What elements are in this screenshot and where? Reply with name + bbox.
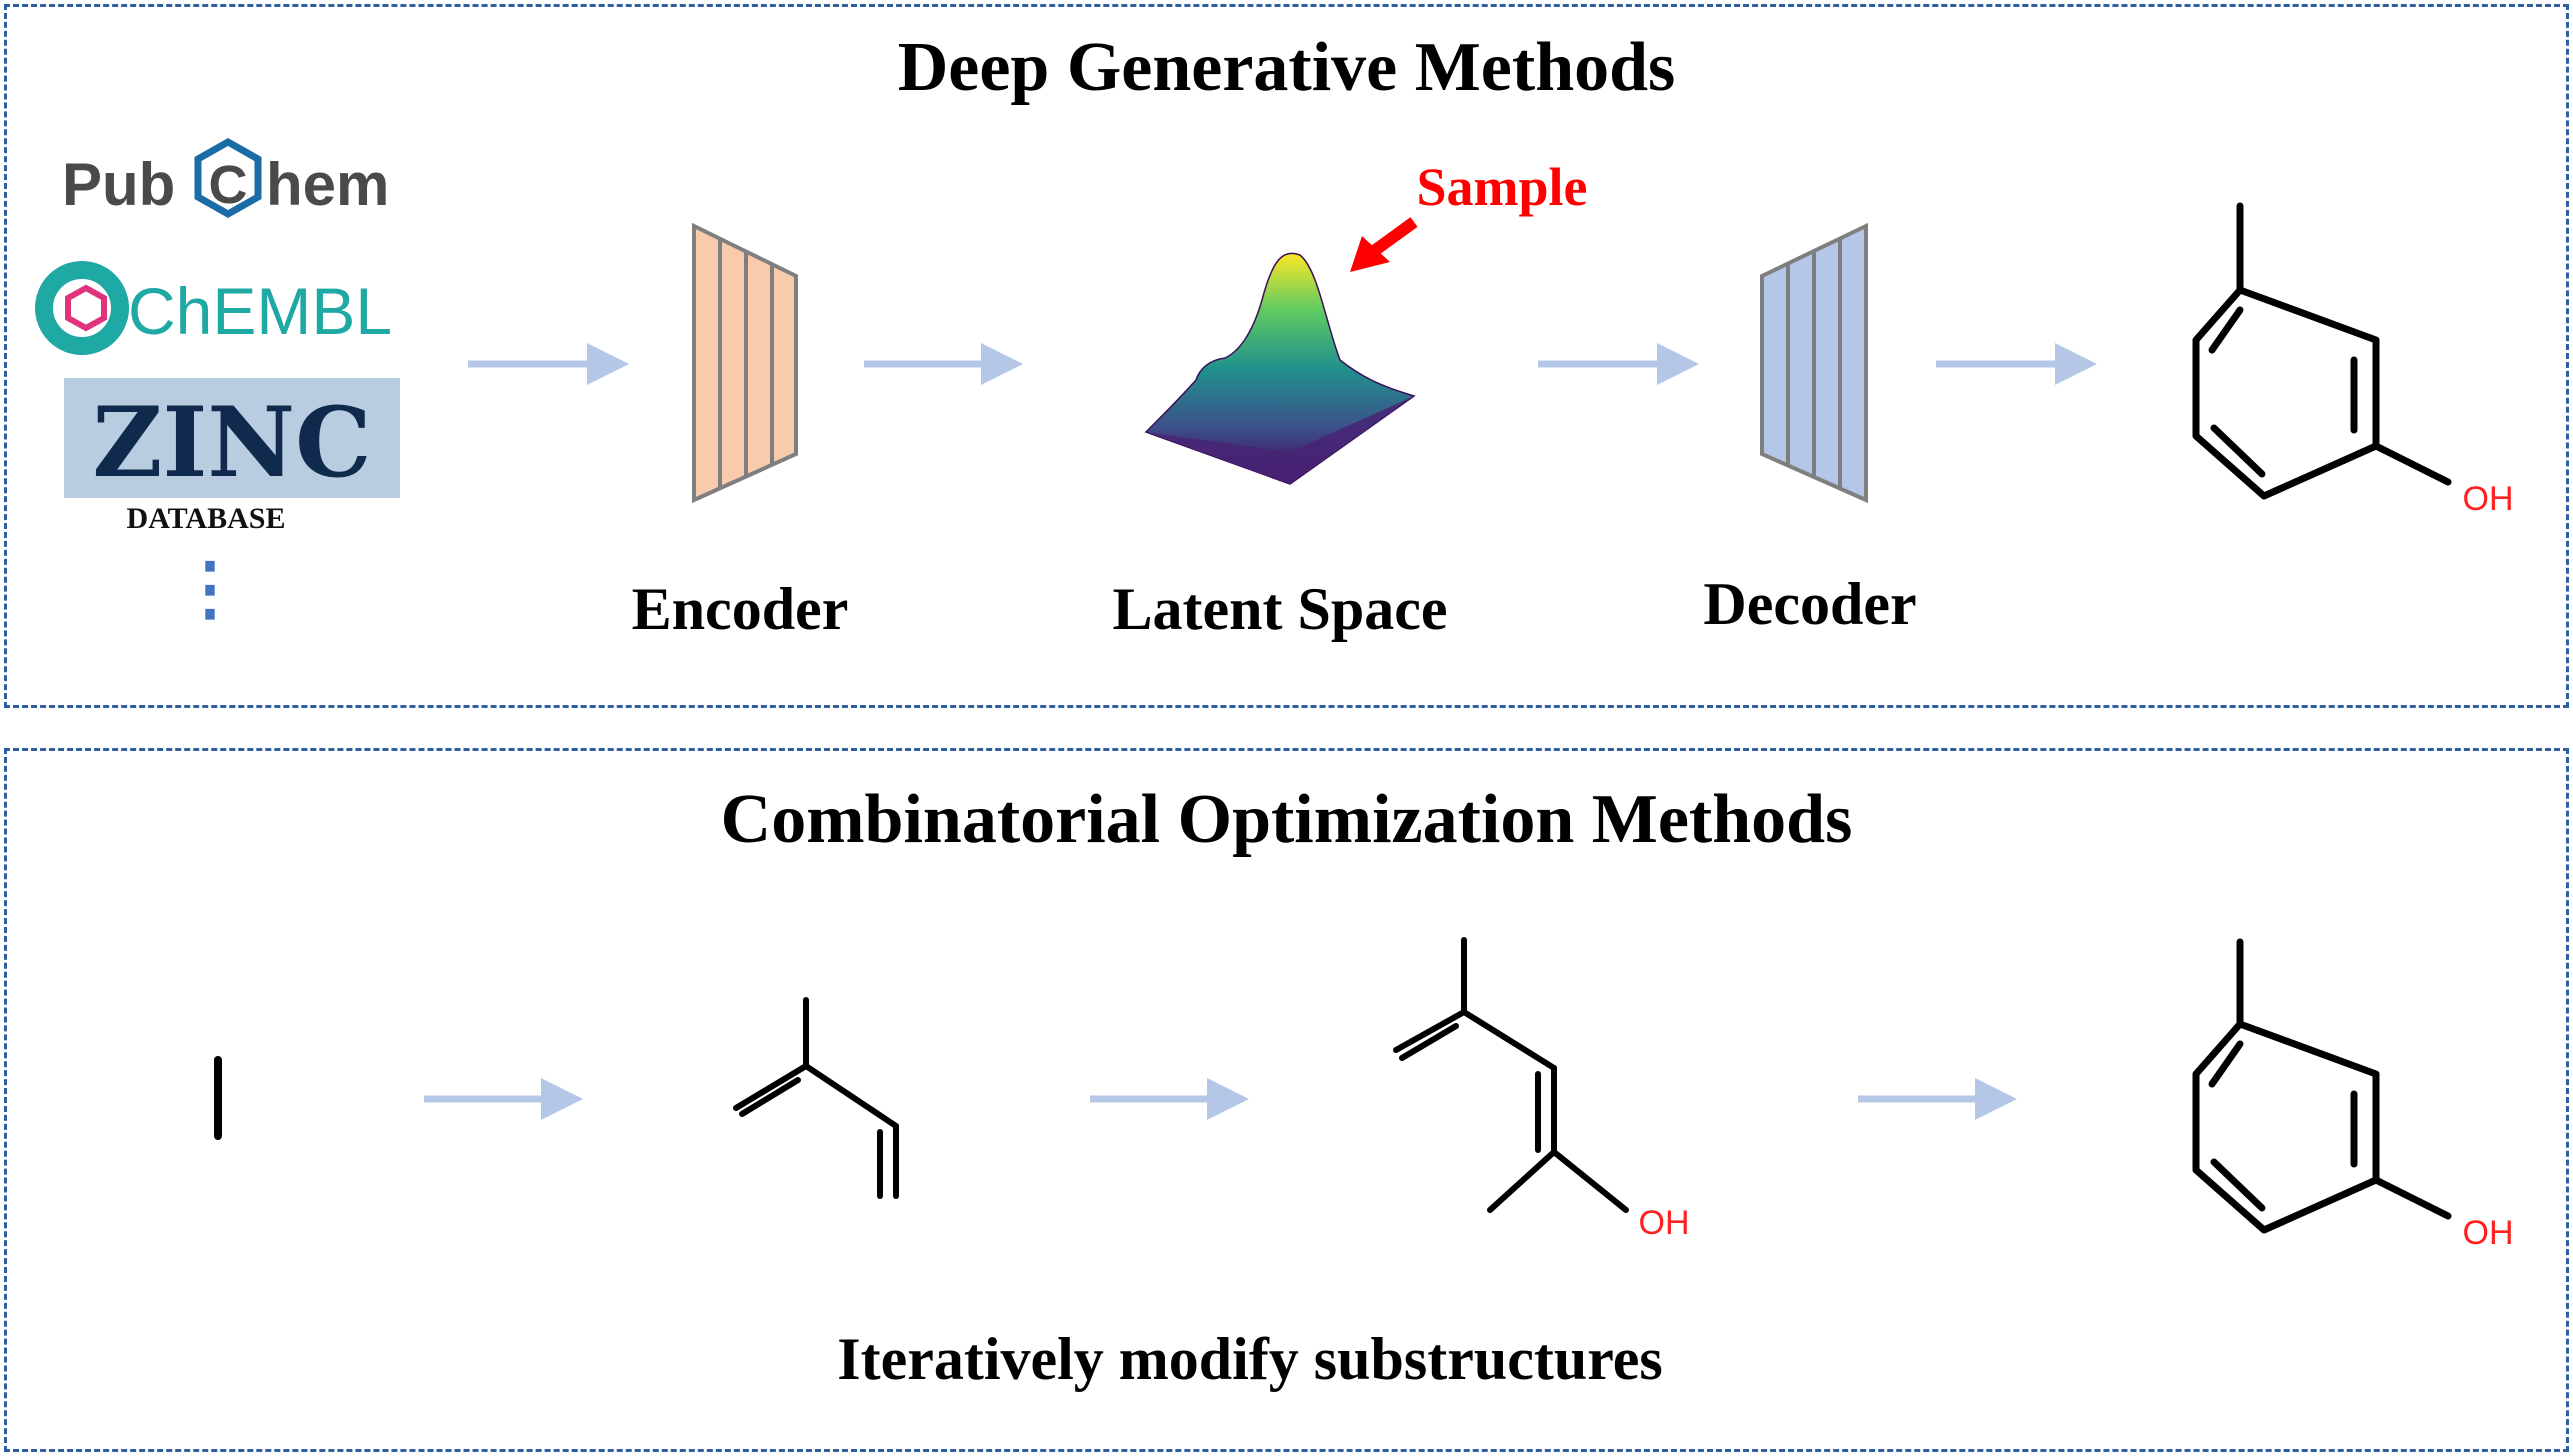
deep-generative-title: Deep Generative Methods bbox=[897, 29, 1676, 106]
output-molecule-top bbox=[2192, 202, 2452, 500]
chembl-ring-icon bbox=[35, 261, 129, 355]
zinc-background bbox=[64, 378, 400, 498]
chembl-hexagon-icon bbox=[65, 284, 107, 332]
pubchem-prefix: Pub bbox=[62, 151, 175, 218]
chembl-text: ChEMBL bbox=[128, 274, 392, 348]
encoder-block bbox=[692, 222, 798, 504]
step2-fragment bbox=[733, 997, 899, 1199]
deep-generative-panel bbox=[4, 4, 2569, 708]
iterative-caption: Iteratively modify substructures bbox=[837, 1326, 1663, 1392]
zinc-text: ZINC bbox=[92, 386, 371, 499]
pubchem-logo: Pub C hem bbox=[62, 137, 389, 219]
encoder-label: Encoder bbox=[631, 576, 849, 642]
step4-molecule bbox=[2192, 938, 2452, 1234]
pubchem-suffix: hem bbox=[266, 151, 389, 218]
pubchem-boxed-letter: C bbox=[209, 155, 248, 215]
output-oh-label: OH bbox=[2463, 480, 2514, 518]
step3-fragment bbox=[1393, 937, 1629, 1213]
step3-oh-label: OH bbox=[1639, 1204, 1690, 1242]
pubchem-hexagon-icon bbox=[194, 137, 262, 219]
latent-space-surface bbox=[1144, 252, 1416, 485]
zinc-subtitle: DATABASE bbox=[127, 502, 286, 535]
decoder-label: Decoder bbox=[1703, 571, 1917, 637]
decoder-block bbox=[1760, 222, 1868, 504]
sample-arrow-icon bbox=[1350, 217, 1418, 272]
more-sources-dots: ⋮ bbox=[175, 549, 245, 627]
chembl-logo: ChEMBL bbox=[35, 261, 392, 355]
zinc-logo: ZINC DATABASE bbox=[64, 378, 400, 535]
latent-space-label: Latent Space bbox=[1112, 576, 1448, 642]
combinatorial-title: Combinatorial Optimization Methods bbox=[720, 781, 1853, 858]
step4-oh-label: OH bbox=[2463, 1214, 2514, 1252]
sample-label: Sample bbox=[1416, 157, 1587, 217]
combinatorial-optimization-panel bbox=[4, 748, 2569, 1452]
